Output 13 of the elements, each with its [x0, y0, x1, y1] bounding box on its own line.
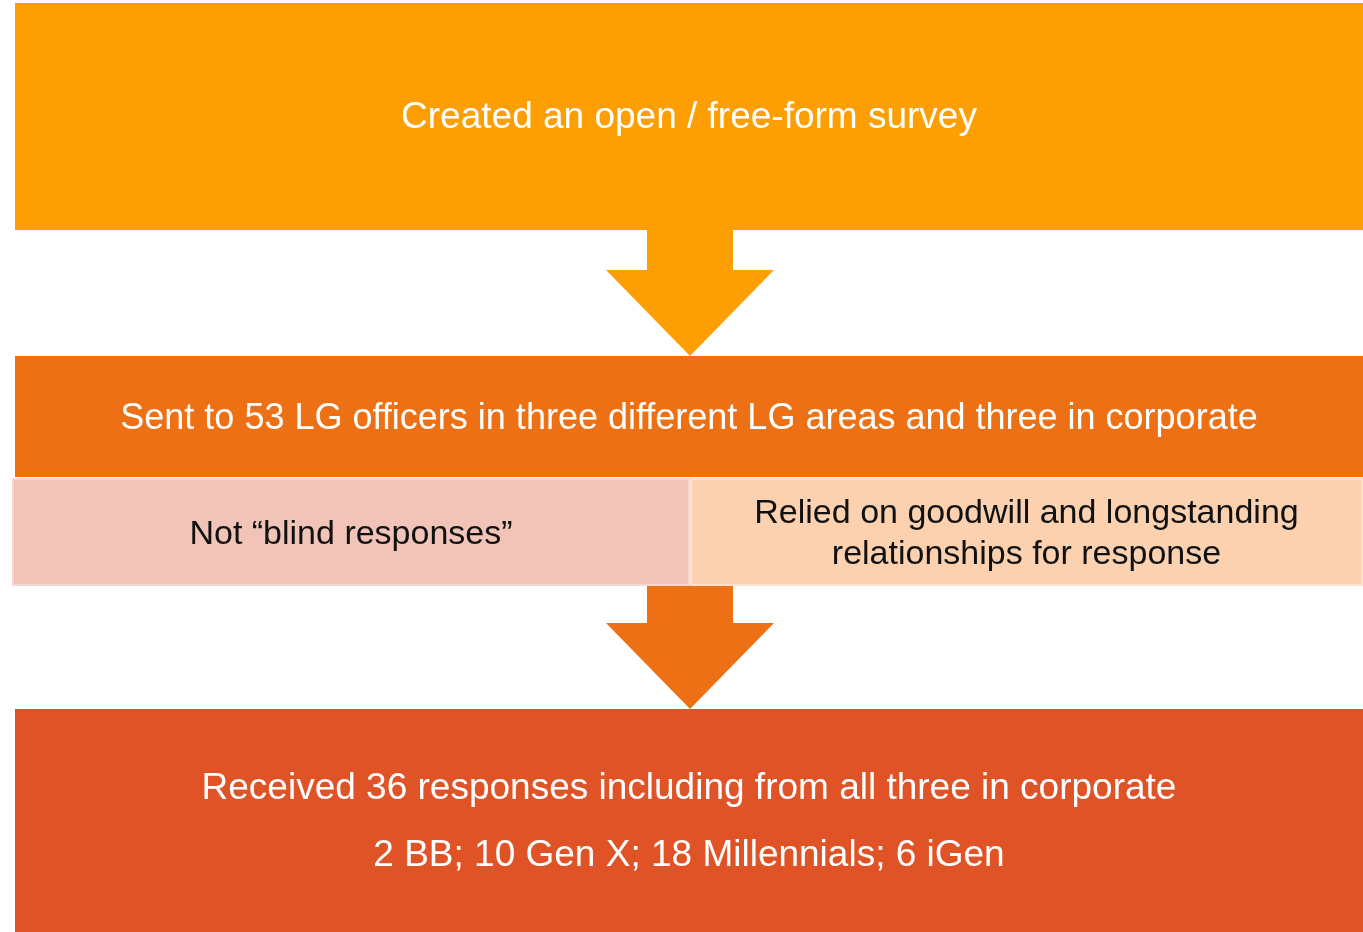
step-text: Not “blind responses”	[189, 511, 513, 553]
block-arrow	[606, 230, 774, 356]
step-text: Sent to 53 LG officers in three different LG areas and three in corporate	[120, 394, 1258, 439]
detail-text: 2 BB; 10 Gen X; 18 Millennials; 6 iGen	[373, 831, 1005, 876]
block-arrow	[606, 586, 774, 709]
step-text: Relied on goodwill and longstanding relationships for response	[753, 491, 1300, 573]
step-text: Received 36 responses including from all three in corporate	[201, 765, 1177, 810]
note-box	[690, 478, 1363, 586]
step-box	[15, 3, 1363, 230]
step-box	[15, 709, 1363, 932]
note-box	[12, 478, 690, 586]
step-text: Created an open / free-form survey	[401, 94, 977, 139]
step-box	[15, 356, 1363, 477]
